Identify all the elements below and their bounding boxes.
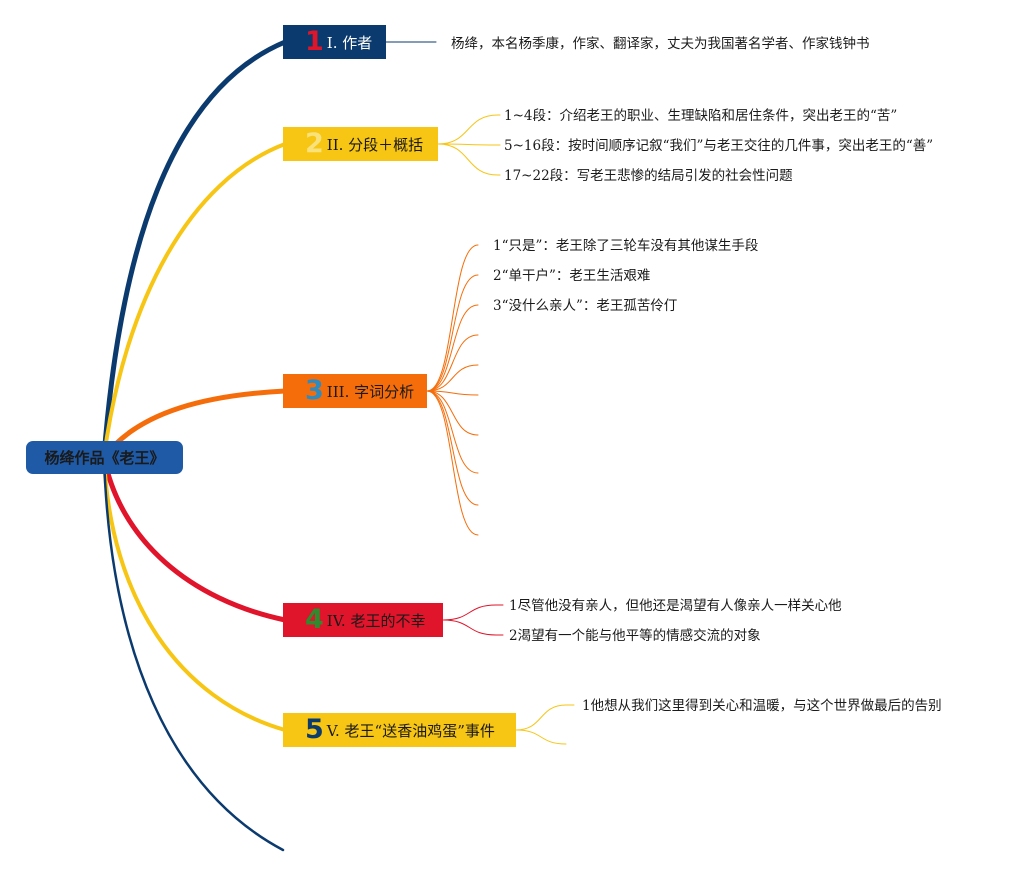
sub-line-misfortune-0 xyxy=(442,604,504,621)
leaf-text[interactable]: 3“没什么亲人”：老王孤苦伶仃 xyxy=(493,298,678,314)
sub-line-words-5 xyxy=(426,390,479,396)
root-node[interactable]: 杨绛作品《老王》 xyxy=(26,441,183,474)
topic-label: IV. 老王的不幸 xyxy=(326,611,426,630)
branch-line-tail xyxy=(102,455,285,852)
topic-label: III. 字词分析 xyxy=(326,382,415,401)
topic-label: V. 老王“送香油鸡蛋”事件 xyxy=(326,721,495,740)
sub-line-words-0 xyxy=(426,244,479,392)
topic-label: II. 分段＋概括 xyxy=(326,135,424,154)
topic-word-analysis[interactable]: 3 III. 字词分析 xyxy=(283,374,427,408)
topic-gift-event[interactable]: 5 V. 老王“送香油鸡蛋”事件 xyxy=(283,713,516,747)
sub-line-words-3 xyxy=(426,334,479,392)
branch-line-1 xyxy=(101,39,288,460)
leaf-text[interactable]: 1尽管他没有亲人，但他还是渴望有人像亲人一样关心他 xyxy=(509,598,842,614)
leaf-text[interactable]: 5~16段：按时间顺序记叙“我们”与老王交往的几件事，突出老王的“善” xyxy=(504,138,934,154)
sub-line-words-6 xyxy=(426,390,479,436)
sub-line-words-8 xyxy=(426,390,479,506)
sub-line-gift-0 xyxy=(515,704,575,731)
sub-line-words-4 xyxy=(426,364,479,392)
sub-line-misfortune-1 xyxy=(442,619,504,636)
sub-line-paragraphs-2 xyxy=(437,143,501,176)
leaf-text[interactable]: 2“单干户”：老王生活艰难 xyxy=(493,268,651,284)
sub-line-paragraphs-0 xyxy=(437,114,501,145)
leaf-text[interactable]: 1“只是”：老王除了三轮车没有其他谋生手段 xyxy=(493,238,759,254)
topic-number: 1 xyxy=(305,26,324,57)
topic-number: 2 xyxy=(305,128,324,159)
sub-line-words-2 xyxy=(426,304,479,392)
topic-paragraphs[interactable]: 2 II. 分段＋概括 xyxy=(283,127,438,161)
leaf-text[interactable]: 杨绛，本名杨季康，作家、翻译家，丈夫为我国著名学者、作家钱钟书 xyxy=(451,36,870,52)
leaf-text[interactable]: 17~22段：写老王悲惨的结局引发的社会性问题 xyxy=(504,168,793,184)
leaf-text[interactable]: 1他想从我们这里得到关心和温暖，与这个世界做最后的告别 xyxy=(582,698,942,714)
topic-label: I. 作者 xyxy=(326,33,373,52)
sub-line-words-9 xyxy=(426,390,479,536)
branch-line-4 xyxy=(101,454,288,623)
leaf-text[interactable]: 1~4段：介绍老王的职业、生理缺陷和居住条件，突出老王的“苦” xyxy=(504,108,898,124)
topic-misfortune[interactable]: 4 IV. 老王的不幸 xyxy=(283,603,443,637)
topic-author[interactable]: 1 I. 作者 xyxy=(283,25,386,59)
root-label: 杨绛作品《老王》 xyxy=(44,449,165,467)
topic-number: 5 xyxy=(305,714,324,745)
branch-line-5 xyxy=(102,455,287,732)
sub-line-paragraphs-1 xyxy=(437,143,501,146)
sub-line-gift-1 xyxy=(515,729,567,745)
branch-line-2 xyxy=(102,142,287,459)
sub-line-words-1 xyxy=(426,274,479,392)
topic-number: 4 xyxy=(305,604,324,635)
leaf-text[interactable]: 2渴望有一个能与他平等的情感交流的对象 xyxy=(509,628,761,644)
sub-line-words-7 xyxy=(426,390,479,474)
topic-number: 3 xyxy=(305,375,324,406)
